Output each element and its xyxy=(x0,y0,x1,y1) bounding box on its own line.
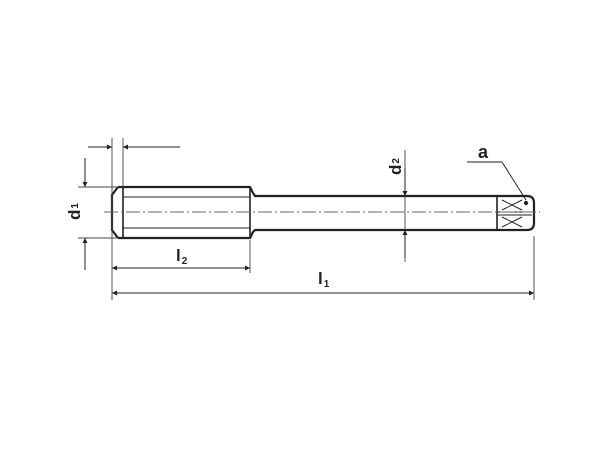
a-leader xyxy=(467,161,527,201)
tool-body xyxy=(110,185,536,240)
l2-label: l2 xyxy=(176,246,188,267)
extension-lines xyxy=(78,138,535,300)
d1-label: d1 xyxy=(65,203,84,220)
d2-label: d2 xyxy=(386,158,405,175)
a-label: a xyxy=(478,142,489,162)
l1-label: l1 xyxy=(318,269,330,290)
